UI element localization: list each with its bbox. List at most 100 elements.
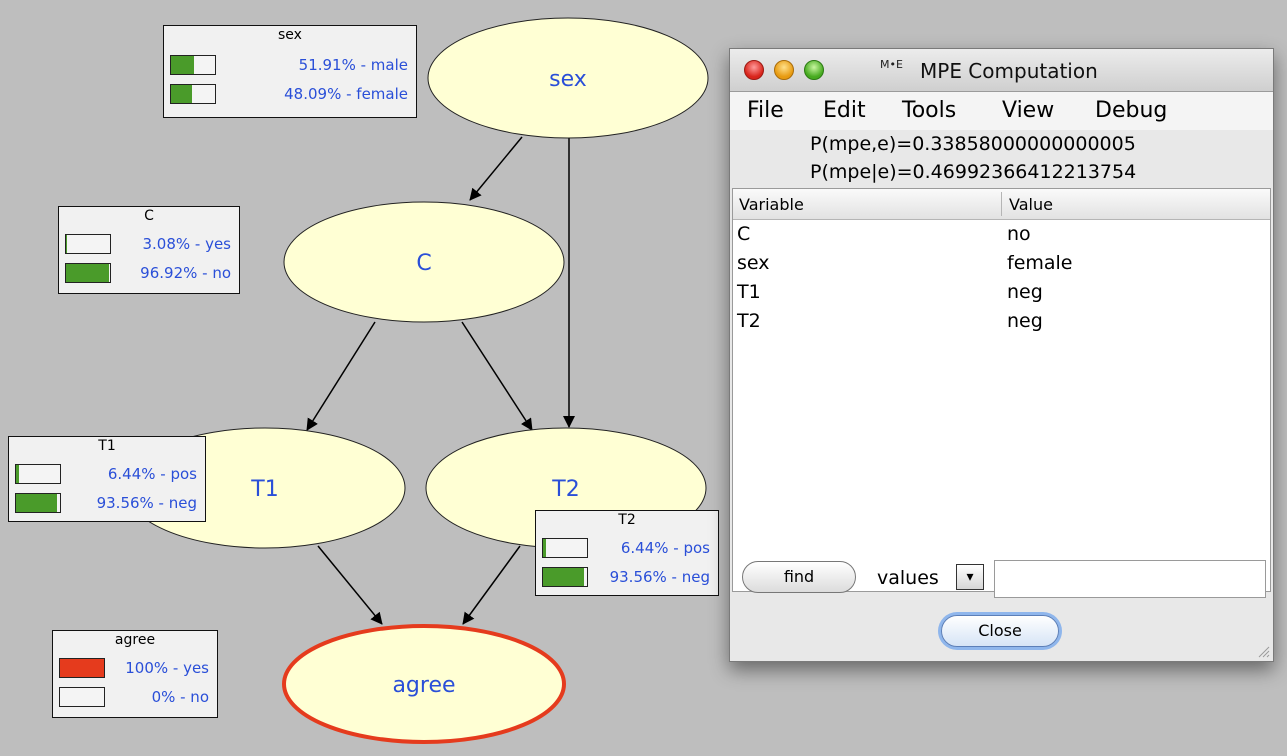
cell-value: no — [1007, 223, 1031, 245]
mpe-table: Variable Value C no sex female T1 neg T2… — [732, 188, 1271, 592]
node-sex-label: sex — [549, 67, 587, 92]
menu-tools[interactable]: Tools — [902, 98, 957, 123]
monitor-agree[interactable]: agree 100% - yes 0% - no — [52, 630, 218, 718]
monitor-T1[interactable]: T1 6.44% - pos 93.56% - neg — [8, 436, 206, 522]
node-agree-label: agree — [392, 673, 455, 698]
state-text: 93.56% - neg — [609, 568, 710, 586]
cell-variable: sex — [737, 252, 770, 274]
monitor-T2[interactable]: T2 6.44% - pos 93.56% - neg — [535, 510, 719, 596]
monitor-T1-state-neg: 93.56% - neg — [9, 490, 205, 516]
menu-edit[interactable]: Edit — [823, 98, 866, 123]
find-button[interactable]: find — [742, 561, 856, 593]
menu-debug[interactable]: Debug — [1095, 98, 1168, 123]
table-row[interactable]: T1 neg — [733, 279, 1270, 308]
state-text: 96.92% - no — [140, 264, 231, 282]
table-row[interactable]: sex female — [733, 250, 1270, 279]
edge-T2-agree — [462, 545, 521, 625]
probability-bar-fill — [16, 494, 58, 512]
app-icon: M•E — [880, 58, 903, 71]
probability-bar — [542, 538, 588, 558]
table-row[interactable]: C no — [733, 221, 1270, 250]
window-zoom-icon[interactable] — [804, 60, 824, 80]
table-row[interactable]: T2 neg — [733, 308, 1270, 337]
state-text: 100% - yes — [125, 659, 209, 677]
edge-T1-agree — [317, 545, 383, 625]
cell-value: female — [1007, 252, 1073, 274]
state-text: 6.44% - pos — [620, 539, 710, 557]
node-C-label: C — [416, 251, 431, 276]
window-close-icon[interactable] — [744, 60, 764, 80]
cell-variable: T2 — [737, 310, 761, 332]
values-dropdown[interactable]: ▾ — [956, 564, 984, 590]
window-minimize-icon[interactable] — [774, 60, 794, 80]
probability-bar — [15, 464, 61, 484]
monitor-T1-state-pos: 6.44% - pos — [9, 461, 205, 487]
node-agree[interactable]: agree — [282, 624, 566, 744]
monitor-C[interactable]: C 3.08% - yes 96.92% - no — [58, 206, 240, 294]
cell-value: neg — [1007, 281, 1043, 303]
mpe-computation-window: M•E MPE Computation File Edit Tools View… — [729, 48, 1274, 662]
node-sex[interactable]: sex — [427, 17, 709, 139]
monitor-C-title: C — [144, 208, 154, 224]
cell-variable: C — [737, 223, 751, 245]
window-titlebar[interactable]: M•E MPE Computation — [730, 49, 1273, 92]
state-text: 3.08% - yes — [142, 235, 231, 253]
monitor-T2-state-neg: 93.56% - neg — [536, 564, 718, 590]
probability-bar-fill — [66, 235, 68, 253]
chevron-down-icon: ▾ — [966, 569, 974, 585]
menu-file[interactable]: File — [747, 98, 784, 123]
monitor-sex[interactable]: sex 51.91% - male 48.09% - female — [163, 25, 417, 118]
column-header-value[interactable]: Value — [1009, 195, 1053, 214]
monitor-sex-state-male: 51.91% - male — [164, 52, 416, 78]
monitor-T1-title: T1 — [98, 438, 116, 454]
table-header: Variable Value — [733, 189, 1270, 220]
probability-bar-fill — [171, 56, 194, 74]
probability-bar — [65, 234, 111, 254]
state-text: 0% - no — [151, 688, 209, 706]
search-input[interactable] — [994, 560, 1266, 598]
state-text: 93.56% - neg — [96, 494, 197, 512]
probability-bar — [59, 658, 105, 678]
edge-C-T1 — [306, 321, 376, 431]
monitor-C-state-no: 96.92% - no — [59, 260, 239, 286]
state-text: 6.44% - pos — [107, 465, 197, 483]
probability-bar — [170, 55, 216, 75]
node-T1-label: T1 — [250, 477, 278, 502]
cell-value: neg — [1007, 310, 1043, 332]
probability-bar-fill — [543, 539, 546, 557]
probability-bar-fill — [16, 465, 19, 483]
node-T2-label: T2 — [551, 477, 579, 502]
probability-bar — [170, 84, 216, 104]
column-divider[interactable] — [1001, 192, 1002, 216]
state-text: 48.09% - female — [284, 85, 408, 103]
probability-bar-fill — [171, 85, 193, 103]
monitor-agree-state-yes: 100% - yes — [53, 655, 217, 681]
probability-bar-fill — [60, 659, 104, 677]
cell-variable: T1 — [737, 281, 761, 303]
monitor-T2-title: T2 — [618, 512, 636, 528]
probability-bar-fill — [66, 264, 109, 282]
node-C[interactable]: C — [283, 201, 565, 323]
menu-bar: File Edit Tools View Debug — [730, 92, 1273, 130]
monitor-C-state-yes: 3.08% - yes — [59, 231, 239, 257]
p-mpe-e: P(mpe,e)=0.33858000000000005 — [810, 133, 1136, 155]
p-mpe-given-e: P(mpe|e)=0.46992366412213754 — [810, 161, 1137, 183]
monitor-agree-title: agree — [114, 632, 156, 648]
menu-view[interactable]: View — [1002, 98, 1055, 123]
edge-C-T2 — [461, 321, 533, 431]
probability-bar — [15, 493, 61, 513]
values-label: values — [877, 567, 939, 589]
probability-bar — [59, 687, 105, 707]
monitor-sex-title: sex — [278, 27, 302, 43]
column-header-variable[interactable]: Variable — [739, 195, 804, 214]
resize-grip-icon[interactable] — [1256, 644, 1270, 658]
monitor-agree-state-no: 0% - no — [53, 684, 217, 710]
probability-bar-fill — [543, 568, 585, 586]
close-button[interactable]: Close — [941, 615, 1059, 647]
probability-bar — [65, 263, 111, 283]
state-text: 51.91% - male — [298, 56, 408, 74]
monitor-sex-state-female: 48.09% - female — [164, 81, 416, 107]
window-title: MPE Computation — [920, 59, 1098, 83]
monitor-T2-state-pos: 6.44% - pos — [536, 535, 718, 561]
